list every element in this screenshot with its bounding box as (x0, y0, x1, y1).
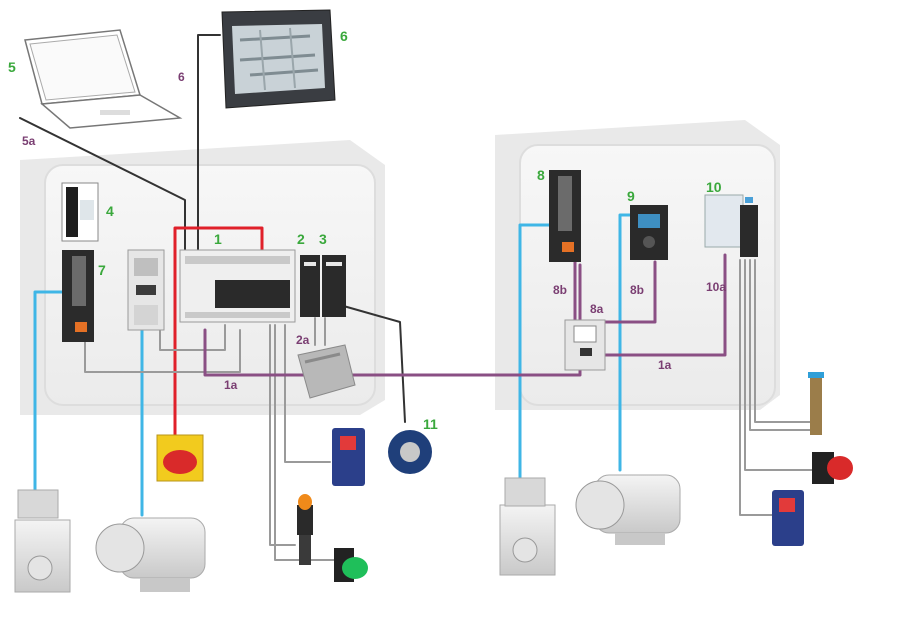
label-1a-right: 1a (658, 358, 672, 372)
io-module-icon (704, 194, 758, 257)
rotary-encoder-icon (388, 430, 432, 474)
label-8b-right: 8b (630, 283, 645, 297)
plc-controller-icon (179, 249, 296, 323)
cable-6 (197, 34, 221, 256)
cable-servo-right (518, 223, 554, 487)
servo-drive-icon (62, 250, 94, 342)
cable-pushbutton (274, 324, 336, 561)
label-5a: 5a (22, 134, 36, 148)
proximity-sensor-icon (808, 372, 824, 435)
electric-motor-icon (95, 517, 206, 592)
label-9: 9 (627, 188, 635, 204)
label-8: 8 (537, 167, 545, 183)
power-supply-icon (61, 182, 99, 242)
cable-servo-left (33, 290, 67, 517)
motor-starter-icon (127, 249, 165, 331)
cable-sensor-1 (284, 324, 331, 463)
label-2: 2 (297, 231, 305, 247)
label-8a: 8a (590, 302, 604, 316)
pushbutton-icon (334, 548, 368, 582)
variable-speed-drive-icon (630, 205, 668, 260)
label-6: 6 (340, 28, 348, 44)
label-3: 3 (319, 231, 327, 247)
network-hub-icon (564, 319, 606, 371)
electric-motor-icon (575, 474, 681, 545)
label-6-port: 6 (178, 70, 185, 84)
cable-encoder (339, 304, 406, 423)
photoelectric-sensor-icon (772, 490, 804, 546)
label-7: 7 (98, 262, 106, 278)
cable-estop (173, 226, 264, 442)
cables (19, 34, 816, 561)
emergency-stop-icon (156, 434, 204, 482)
label-5: 5 (8, 59, 16, 75)
cable-bracket-icon (297, 344, 356, 399)
servo-drive-icon (549, 170, 581, 262)
pushbutton-icon (812, 452, 853, 484)
cable-grey-2 (159, 324, 226, 351)
cable-prox (749, 259, 816, 431)
label-8b-left: 8b (553, 283, 568, 297)
label-1a-left: 1a (224, 378, 238, 392)
photoelectric-sensor-icon (332, 428, 365, 486)
laptop-icon (24, 29, 183, 129)
label-11: 11 (423, 416, 438, 432)
cable-grey-1 (84, 329, 241, 373)
signal-beacon-icon (297, 494, 313, 565)
label-4: 4 (106, 203, 114, 219)
label-2a: 2a (296, 333, 310, 347)
servo-motor-icon (499, 477, 556, 576)
cable-pb-right (744, 259, 816, 471)
label-10: 10 (706, 179, 722, 195)
cable-sensor-right (739, 259, 776, 516)
cable-beacon (269, 324, 296, 546)
io-module-icon (300, 255, 346, 317)
servo-motor-icon (14, 489, 71, 593)
bus-8b-right (598, 260, 657, 324)
label-1: 1 (214, 231, 222, 247)
cable-prox-2 (754, 259, 813, 423)
right-cabinet (495, 120, 780, 410)
label-10a: 10a (706, 280, 727, 294)
touchscreen-hmi-icon (221, 9, 336, 109)
